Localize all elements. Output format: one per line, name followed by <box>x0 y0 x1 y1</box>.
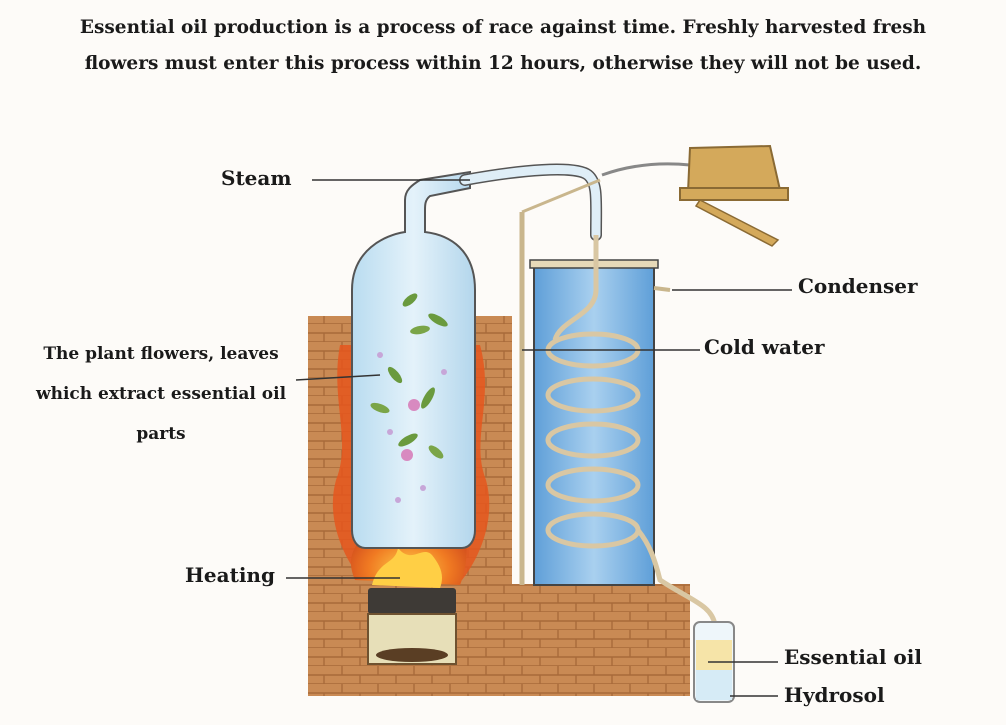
label-plant-line-1: The plant flowers, leaves <box>43 344 279 364</box>
oil-receiver-cap <box>601 144 789 247</box>
leader-lines <box>286 179 792 697</box>
ash-pile <box>376 648 448 662</box>
diagram-caption: Essential oil production is a process of… <box>0 10 1006 82</box>
support-arm <box>521 178 601 214</box>
label-plant-line-2: which extract essential oil <box>35 384 287 404</box>
label-steam: Steam <box>221 166 292 190</box>
label-essential-oil: Essential oil <box>784 645 922 669</box>
caption-line-1: Essential oil production is a process of… <box>79 17 927 38</box>
label-plant-material: The plant flowers, leaves which extract … <box>26 334 296 454</box>
plant-leader <box>295 374 381 381</box>
label-hydrosol: Hydrosol <box>784 683 885 707</box>
label-plant-line-3: parts <box>136 424 186 444</box>
label-condenser: Condenser <box>798 274 918 298</box>
label-heating: Heating <box>185 563 275 587</box>
caption-line-2: flowers must enter this process within 1… <box>84 53 922 74</box>
condenser-coil <box>545 235 718 626</box>
coal-grate <box>368 588 456 614</box>
still-glass-body <box>351 170 476 549</box>
water-outlet <box>653 286 671 292</box>
plant-material <box>370 293 448 503</box>
steam-pipe <box>460 165 601 240</box>
condenser-base <box>512 584 690 696</box>
label-cold-water: Cold water <box>704 335 825 359</box>
